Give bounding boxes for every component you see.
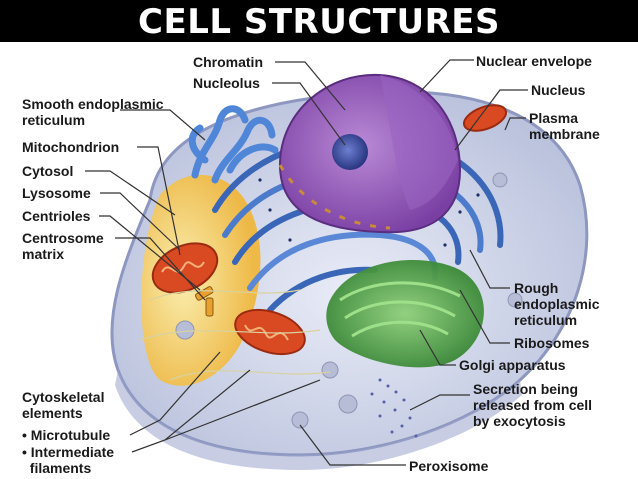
label-intermediate-filaments: • Intermediate filaments (22, 444, 115, 476)
label-centrioles: Centrioles (22, 208, 91, 224)
golgi-apparatus (326, 260, 484, 368)
label-lysosome: Lysosome (22, 185, 91, 201)
leader-lines (85, 59, 528, 466)
label-nucleolus: Nucleolus (193, 75, 260, 91)
vesicles (175, 172, 523, 429)
label-nucleus: Nucleus (531, 82, 586, 98)
label-rough-er: Rough endoplasmic reticulum (514, 280, 600, 328)
nucleus (278, 73, 462, 234)
label-cytoskeletal-elements: Cytoskeletal elements (22, 389, 105, 421)
label-golgi-apparatus: Golgi apparatus (459, 357, 566, 373)
label-secretion: Secretion being released from cell by ex… (473, 381, 593, 429)
label-mitochondrion: Mitochondrion (22, 139, 120, 155)
cytoskeleton (139, 289, 331, 381)
label-smooth-er: Smooth endoplasmic reticulum (22, 96, 164, 128)
label-microtubule: • Microtubule (22, 427, 111, 443)
label-plasma-membrane: Plasma membrane (529, 110, 600, 142)
label-peroxisome: Peroxisome (409, 458, 489, 474)
label-cytosol: Cytosol (22, 163, 74, 179)
label-nuclear-envelope: Nuclear envelope (476, 53, 592, 69)
title-bar (0, 0, 638, 42)
nucleolus (332, 134, 368, 170)
label-ribosomes: Ribosomes (514, 335, 590, 351)
label-centrosome-matrix: Centrosome matrix (22, 230, 104, 262)
smooth-er (188, 105, 279, 184)
page-title: CELL STRUCTURES (138, 2, 500, 42)
secretion-particles (370, 378, 418, 438)
label-chromatin: Chromatin (193, 54, 263, 70)
